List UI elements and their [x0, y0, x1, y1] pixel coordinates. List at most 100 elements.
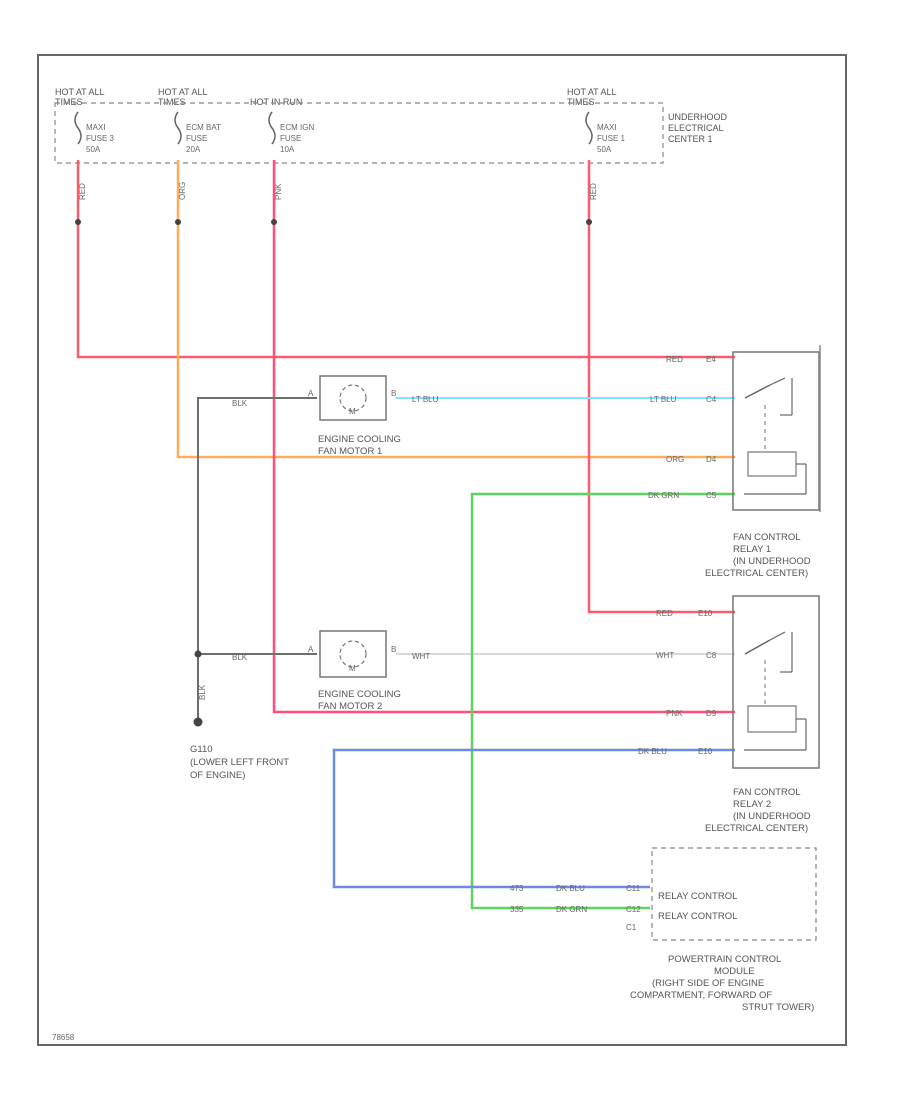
relay-switch-icon: [744, 639, 771, 655]
pcm-row1-color: DK BLU: [556, 884, 585, 893]
motor-icon: [339, 384, 367, 412]
vlabel-red-2: RED: [589, 183, 598, 200]
relay1-label-2: RELAY 1: [733, 544, 771, 555]
fuse-icon-4: [585, 111, 593, 145]
motor1-label-1: ENGINE COOLING: [318, 434, 401, 445]
relay1-wire2-color: LT BLU: [650, 395, 677, 404]
relay2-wire2-color: WHT: [656, 651, 674, 660]
fuse1-l2: FUSE 3: [86, 134, 115, 143]
wire-pink: [272, 160, 735, 714]
pcm-row2-label: RELAY CONTROL: [658, 911, 737, 922]
hot-label-1-line2: TIMES: [55, 97, 83, 107]
fuse4-l2: FUSE 1: [597, 134, 626, 143]
relay1-label-4: ELECTRICAL CENTER): [705, 568, 808, 579]
relay-coil-icon: [747, 705, 797, 733]
relay2-wire4-color: DK BLU: [638, 747, 667, 756]
fuse4-l3: 50A: [597, 145, 612, 154]
hot-label-1-line1: HOT AT ALL: [55, 87, 105, 97]
relay-switch-icon: [744, 384, 771, 399]
hot-run-label: HOT IN RUN: [250, 97, 302, 107]
vlabel-red-1: RED: [78, 183, 87, 200]
relay2-wire3-color: PNK: [666, 709, 683, 718]
fuse-icon-1: [74, 111, 82, 145]
pcm-row1-pin: C11: [626, 884, 641, 893]
relay-coil-icon: [747, 451, 797, 477]
outer-frame: [37, 54, 847, 1046]
fuse-symbols: [74, 111, 593, 145]
fuse2-l3: 20A: [186, 145, 201, 154]
vlabel-ground: BLK: [198, 684, 207, 700]
relay2-wire3-pin: D9: [706, 709, 717, 718]
pcm-connector: C1: [626, 923, 637, 932]
relay1-wire1-pin: E4: [706, 355, 716, 364]
fuse3-l3: 10A: [280, 145, 295, 154]
fuse3-l1: ECM IGN: [280, 123, 314, 132]
fuse-icon-2: [174, 111, 182, 145]
fuse-box-label-2: ELECTRICAL: [668, 123, 724, 133]
motor1-pin-a: A: [308, 389, 314, 398]
fuse2-l2: FUSE: [186, 134, 207, 143]
relay1-wire4-pin: C5: [706, 491, 717, 500]
ground-dot: [193, 717, 203, 727]
ground-label-3: OF ENGINE): [190, 770, 245, 781]
pcm-label-4: COMPARTMENT, FORWARD OF: [630, 990, 772, 1001]
wire-red-1: [76, 160, 735, 359]
fuse1-l3: 50A: [86, 145, 101, 154]
vlabel-orange: ORG: [178, 182, 187, 200]
ground-label-1: G110: [190, 744, 213, 755]
fan-control-relay-1: [732, 345, 821, 512]
relay2-label-3: (IN UNDERHOOD: [733, 811, 811, 822]
vlabel-pink: PNK: [274, 183, 283, 200]
pcm-row2-color: DK GRN: [556, 905, 587, 914]
relay1-wire3-pin: D4: [706, 455, 717, 464]
relay1-wire1-color: RED: [666, 355, 683, 364]
motor2-wire-left: BLK: [232, 653, 248, 662]
relay2-label-1: FAN CONTROL: [733, 787, 801, 798]
fan-motor-2: M A B BLK WHT ENGINE COOLING FAN MOTOR 2: [232, 630, 430, 712]
ground-label-2: (LOWER LEFT FRONT: [190, 757, 289, 768]
motor2-wire-right: WHT: [412, 652, 430, 661]
motor-icon: [339, 640, 367, 668]
motor1-m: M: [349, 407, 356, 416]
pcm-outline: [651, 847, 817, 941]
wire-orange: [176, 160, 735, 459]
relay2-wire1-color: RED: [656, 609, 673, 618]
pcm-row1-circuit: 473: [510, 884, 524, 893]
hot-label-3-line1: HOT AT ALL: [567, 87, 617, 97]
fan-control-relay-2: [732, 595, 820, 769]
relay1-wire3-color: ORG: [666, 455, 684, 464]
relay2-label-4: ELECTRICAL CENTER): [705, 823, 808, 834]
fuse4-l1: MAXI: [597, 123, 617, 132]
fuse2-l1: ECM BAT: [186, 123, 221, 132]
fuse3-l2: FUSE: [280, 134, 301, 143]
relay1-wire4-color: DK GRN: [648, 491, 679, 500]
wire-red-2: [587, 160, 735, 614]
motor1-wire-left: BLK: [232, 399, 248, 408]
motor1-label-2: FAN MOTOR 1: [318, 446, 382, 457]
motor2-pin-a: A: [308, 645, 314, 654]
hot-label-2-line1: HOT AT ALL: [158, 87, 208, 97]
footer-code: 78658: [52, 1033, 75, 1042]
relay2-wire4-pin: E10: [698, 747, 713, 756]
pcm-row1-label: RELAY CONTROL: [658, 891, 737, 902]
fuse-box-label-1: UNDERHOOD: [668, 112, 728, 122]
fuse-box-label-3: CENTER 1: [668, 134, 713, 144]
relay1-label-3: (IN UNDERHOOD: [733, 556, 811, 567]
motor1-pin-b: B: [391, 389, 396, 398]
relay2-wire2-pin: C8: [706, 651, 717, 660]
relay1-wire2-pin: C4: [706, 395, 717, 404]
fan-motor-1: M A B BLK LT BLU ENGINE COOLING FAN MOTO…: [232, 375, 439, 457]
fuse-box-outline: [54, 102, 664, 164]
wire-blue: [332, 748, 735, 889]
wire-green: [470, 492, 735, 910]
fuse1-l1: MAXI: [86, 123, 106, 132]
motor2-pin-b: B: [391, 645, 396, 654]
splice-dots: [75, 219, 592, 727]
pcm-label-3: (RIGHT SIDE OF ENGINE: [652, 978, 764, 989]
pcm-label-2: MODULE: [714, 966, 755, 977]
relay2-wire1-pin: E10: [698, 609, 713, 618]
motor2-label-2: FAN MOTOR 2: [318, 701, 382, 712]
fuse-icon-3: [268, 111, 276, 145]
relay2-label-2: RELAY 2: [733, 799, 771, 810]
